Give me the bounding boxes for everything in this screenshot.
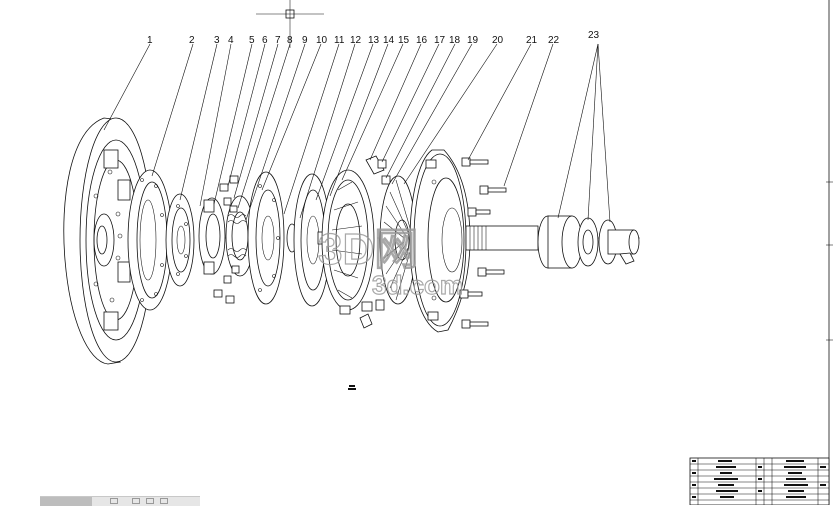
- layout-icon[interactable]: [132, 498, 140, 504]
- part-label: 5: [249, 35, 255, 46]
- crosshair-cursor-icon: [256, 0, 324, 48]
- part-label: 15: [398, 35, 410, 46]
- clutch-cover: [409, 149, 471, 333]
- part-label: 18: [449, 35, 461, 46]
- diaphragm-spring: [379, 175, 417, 305]
- part-label: 19: [467, 35, 479, 46]
- watermark-line-2: 3d.com: [372, 270, 463, 300]
- cover-bolts: [459, 157, 507, 329]
- friction-ring: [127, 169, 173, 311]
- input-shaft: [465, 225, 539, 251]
- clip-fasteners: [359, 155, 391, 329]
- part-label: 16: [416, 35, 428, 46]
- part-label: 1: [147, 35, 153, 46]
- part-label: 10: [316, 35, 328, 46]
- grid-icon[interactable]: [146, 498, 154, 504]
- part-label: 22: [548, 35, 560, 46]
- part-label: 20: [492, 35, 504, 46]
- model-icon[interactable]: [110, 498, 118, 504]
- part-label: 13: [368, 35, 380, 46]
- driven-plate: [165, 193, 195, 287]
- part-label: 12: [350, 35, 362, 46]
- watermark-line-1: 3D网: [318, 225, 418, 274]
- status-bar: [40, 496, 200, 506]
- part-label: 9: [302, 35, 308, 46]
- snap-icon[interactable]: [160, 498, 168, 504]
- pressure-plate: [293, 169, 375, 315]
- part-label: 2: [189, 35, 195, 46]
- part-label: 11: [334, 35, 345, 46]
- part-label: 6: [262, 35, 268, 46]
- release-bearing: [537, 215, 640, 269]
- title-block: [689, 457, 830, 505]
- view-mark: [348, 385, 356, 390]
- part-label: 3: [214, 35, 220, 46]
- layout-tab[interactable]: [40, 497, 92, 506]
- part-label: 23: [588, 30, 600, 41]
- part-label: 4: [228, 35, 234, 46]
- part-label: 7: [275, 35, 281, 46]
- part-label: 8: [287, 35, 293, 46]
- leader-lines: [103, 43, 611, 223]
- part-label: 17: [434, 35, 446, 46]
- part-label: 14: [383, 35, 395, 46]
- part-label: 21: [526, 35, 538, 46]
- damper-hub: [198, 175, 255, 304]
- watermark: 3D网 3d.com: [317, 224, 463, 300]
- part-labels: 1 2 3 4 5 6 7 8 9 10 11 12 13 14 15 16 1…: [147, 30, 600, 46]
